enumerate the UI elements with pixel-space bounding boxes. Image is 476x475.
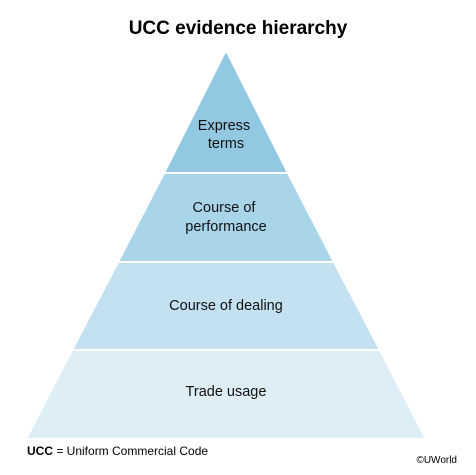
tier-label-line: performance xyxy=(185,219,266,235)
tier-trade-usage-label: Trade usage xyxy=(186,384,267,400)
diagram-title: UCC evidence hierarchy xyxy=(128,18,348,39)
abbreviation-footnote: UCC = Uniform Commercial Code xyxy=(27,444,208,458)
tier-label-line: Trade usage xyxy=(186,384,267,400)
footnote-definition: = Uniform Commercial Code xyxy=(53,444,209,458)
tier-label-line: Express xyxy=(198,118,250,134)
tier-label-line: Course of xyxy=(193,200,257,216)
tier-express-terms-label: Express terms xyxy=(198,118,254,152)
copyright-notice: ©UWorld xyxy=(416,455,457,466)
tier-trade-usage xyxy=(24,349,428,440)
tier-course-of-performance-label: Course of performance xyxy=(185,200,266,235)
tier-express-terms xyxy=(162,47,290,174)
tier-course-of-dealing-label: Course of dealing xyxy=(169,298,283,314)
tier-course-of-performance xyxy=(116,172,336,263)
tier-label-line: terms xyxy=(208,136,244,152)
footnote-abbreviation: UCC xyxy=(27,444,53,458)
tier-label-line: Course of dealing xyxy=(169,298,283,314)
